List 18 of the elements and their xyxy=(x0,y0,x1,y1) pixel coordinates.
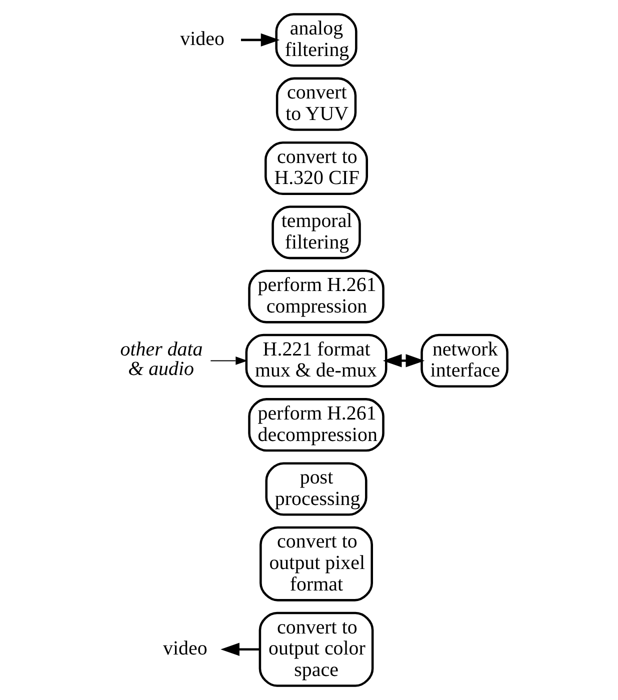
node-box: perform H.261 decompression xyxy=(248,398,384,452)
node-box: H.221 format mux & de-mux xyxy=(244,334,387,388)
arrow xyxy=(220,642,260,656)
node-text: video xyxy=(162,638,207,660)
node-box: convert to YUV xyxy=(275,77,356,131)
node-box: convert to H.320 CIF xyxy=(264,141,368,196)
node-box: post processing xyxy=(264,462,367,516)
node-box: temporal filtering xyxy=(271,206,360,260)
node-text: other data & audio xyxy=(120,338,202,380)
arrow xyxy=(210,356,248,365)
arrow xyxy=(240,33,280,47)
arrow xyxy=(382,354,424,368)
node-box: convert to output color space xyxy=(258,612,374,687)
node-box: network interface xyxy=(420,334,508,388)
node-box: convert to output pixel format xyxy=(259,526,372,602)
node-box: analog filtering xyxy=(274,13,357,67)
node-text: video xyxy=(180,28,224,50)
node-box: perform H.261 compression xyxy=(248,270,384,324)
